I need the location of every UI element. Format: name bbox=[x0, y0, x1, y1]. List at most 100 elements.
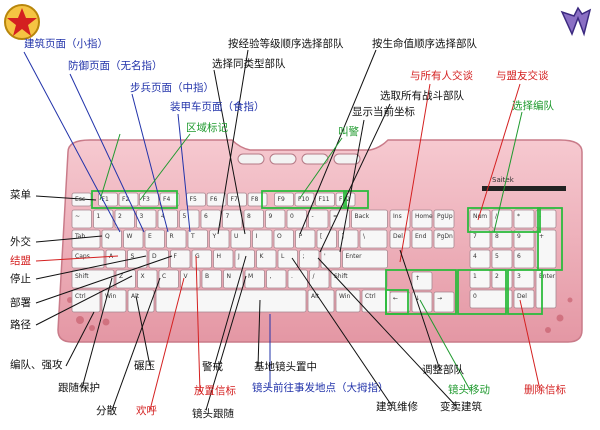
svg-text:↓: ↓ bbox=[415, 295, 420, 302]
svg-text:2: 2 bbox=[495, 273, 499, 280]
svg-text:C: C bbox=[162, 273, 166, 280]
key-b-1: Win bbox=[101, 289, 127, 313]
leader-line-21 bbox=[65, 311, 95, 367]
svg-text:Enter: Enter bbox=[346, 253, 363, 260]
svg-text:S: S bbox=[131, 253, 135, 260]
label-place-beacon: 放置信标 bbox=[194, 385, 236, 397]
svg-text:Home: Home bbox=[415, 213, 433, 220]
svg-text:\: \ bbox=[363, 233, 366, 240]
svg-text:/: / bbox=[313, 273, 316, 280]
leader-line-17 bbox=[35, 255, 119, 262]
key-q-11: [ bbox=[316, 229, 337, 249]
svg-text:3: 3 bbox=[140, 213, 144, 220]
leader-line-12 bbox=[399, 83, 431, 263]
key-b-2: Alt bbox=[127, 289, 155, 313]
svg-text:U: U bbox=[234, 233, 238, 240]
label-alert: 叫警 bbox=[338, 126, 359, 138]
leader-line-27 bbox=[205, 275, 247, 411]
key-num-1: 1 bbox=[93, 209, 114, 229]
svg-text:2: 2 bbox=[118, 213, 122, 220]
game-logo-icon bbox=[560, 6, 592, 37]
floral-decoration bbox=[67, 297, 573, 333]
svg-text:1: 1 bbox=[473, 273, 477, 280]
svg-text:F4: F4 bbox=[163, 196, 170, 203]
svg-text:Ins: Ins bbox=[393, 213, 402, 220]
key-a-4: F bbox=[170, 249, 191, 269]
svg-text:Y: Y bbox=[212, 233, 217, 240]
key-z-9: . bbox=[287, 269, 308, 289]
key-pad-10: 6 bbox=[513, 249, 535, 269]
svg-text:1: 1 bbox=[97, 213, 101, 220]
svg-text:8: 8 bbox=[247, 213, 251, 220]
svg-text:↑: ↑ bbox=[415, 275, 420, 282]
key-q-5: T bbox=[187, 229, 208, 249]
svg-text:Q: Q bbox=[105, 233, 110, 240]
svg-text:9: 9 bbox=[517, 233, 521, 240]
label-select-all-combat: 选取所有战斗部队 bbox=[380, 90, 464, 102]
svg-text:6: 6 bbox=[204, 213, 208, 220]
leader-line-6 bbox=[217, 49, 249, 235]
svg-text:*: * bbox=[517, 213, 520, 220]
leader-line-32 bbox=[317, 257, 457, 407]
leader-line-22 bbox=[81, 277, 113, 389]
key-pad-0: Num bbox=[469, 209, 491, 229]
leader-line-26 bbox=[195, 255, 201, 393]
svg-text:5: 5 bbox=[183, 213, 187, 220]
leader-line-16 bbox=[35, 235, 103, 243]
key-num-13: Back bbox=[351, 209, 388, 229]
key-a-12: Enter bbox=[342, 249, 388, 269]
svg-text:': ' bbox=[324, 253, 326, 260]
key-arrow-up: ↑ bbox=[411, 271, 433, 291]
svg-text:Alt: Alt bbox=[131, 293, 140, 300]
key-f5: F5 bbox=[186, 192, 206, 207]
leader-line-24 bbox=[149, 277, 185, 411]
svg-text:7: 7 bbox=[473, 233, 477, 240]
key-nav-4: End bbox=[411, 229, 433, 249]
svg-text:4: 4 bbox=[473, 253, 477, 260]
key-q-10: P bbox=[295, 229, 316, 249]
svg-text:X: X bbox=[141, 273, 145, 280]
svg-text:.: . bbox=[291, 273, 293, 280]
svg-text:Caps: Caps bbox=[75, 253, 90, 260]
leader-line-5 bbox=[99, 133, 121, 201]
leader-line-3 bbox=[177, 113, 191, 233]
key-num-2: 2 bbox=[114, 209, 135, 229]
key-z-4: V bbox=[180, 269, 201, 289]
key-pad-13: 3 bbox=[513, 269, 535, 289]
svg-text:Esc: Esc bbox=[75, 196, 85, 203]
svg-text:F11: F11 bbox=[319, 196, 330, 203]
key-pad-15: 0 bbox=[469, 289, 513, 309]
label-building-repair: 建筑维修 bbox=[376, 401, 418, 413]
label-armor-page: 装甲车页面（食指） bbox=[170, 101, 265, 113]
svg-text:Enter: Enter bbox=[539, 273, 556, 280]
svg-text:4: 4 bbox=[161, 213, 165, 220]
key-nav-1: Home bbox=[411, 209, 433, 229]
svg-text:=: = bbox=[333, 213, 338, 220]
label-cheer: 欢呼 bbox=[136, 405, 157, 417]
svg-text:Num: Num bbox=[473, 213, 487, 220]
highlight-box-7 bbox=[385, 289, 409, 315]
key-z-8: , bbox=[266, 269, 287, 289]
key-a-6: H bbox=[213, 249, 234, 269]
svg-text:F10: F10 bbox=[298, 196, 309, 203]
key-z-6: N bbox=[223, 269, 244, 289]
key-a-5: G bbox=[191, 249, 212, 269]
label-guard: 警戒 bbox=[202, 361, 223, 373]
key-f9: F9 bbox=[274, 192, 294, 207]
star-emblem-icon bbox=[4, 4, 40, 40]
leader-line-0 bbox=[23, 51, 121, 233]
key-q-9: O bbox=[273, 229, 294, 249]
highlight-box-2 bbox=[343, 190, 369, 209]
leader-line-19 bbox=[35, 255, 173, 304]
svg-text:3: 3 bbox=[517, 273, 521, 280]
label-by-experience: 按经验等级顺序选择部队 bbox=[228, 38, 344, 50]
svg-text:W: W bbox=[127, 233, 133, 240]
svg-text:5: 5 bbox=[495, 253, 499, 260]
svg-text:R: R bbox=[170, 233, 174, 240]
leader-line-9 bbox=[319, 103, 391, 253]
svg-text:PgDn: PgDn bbox=[437, 233, 453, 240]
key-b-0: Ctrl bbox=[71, 289, 101, 313]
svg-text:Shift: Shift bbox=[334, 273, 348, 280]
key-num-6: 6 bbox=[200, 209, 221, 229]
svg-text:F2: F2 bbox=[122, 196, 129, 203]
